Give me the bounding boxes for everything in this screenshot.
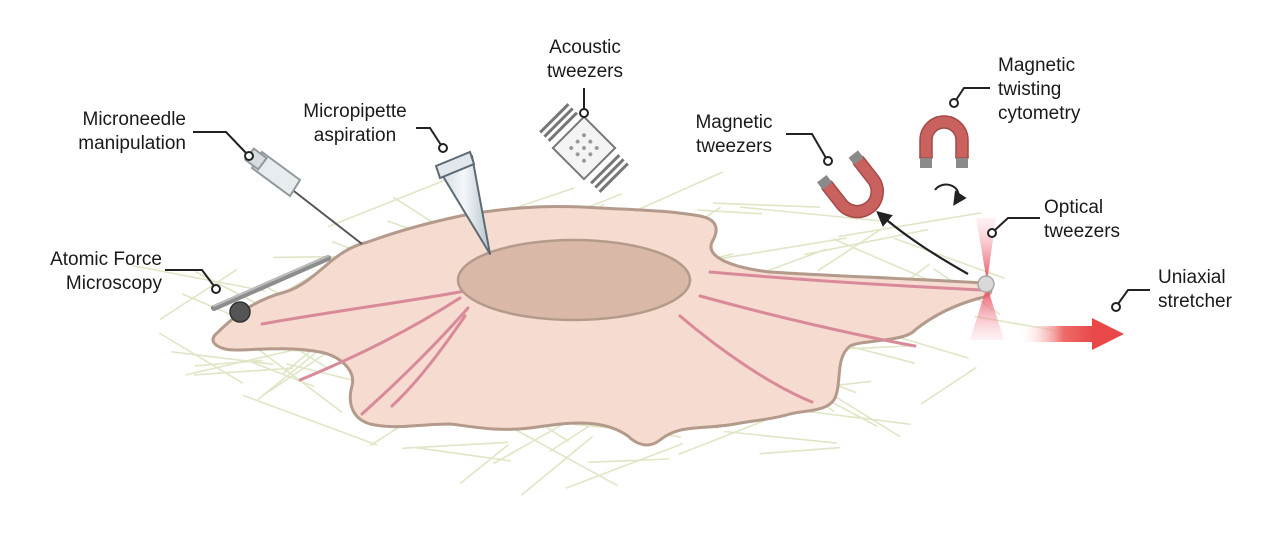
ecm-fiber	[273, 255, 342, 259]
ecm-fiber	[712, 202, 821, 208]
ecm-fiber	[920, 366, 977, 405]
micropipette-icon	[434, 150, 491, 255]
leader-lines	[165, 87, 1150, 312]
rotation-arrow-icon	[934, 183, 967, 206]
stress-fiber	[708, 270, 984, 292]
leader-dot	[1111, 302, 1121, 312]
ecm-fiber	[159, 268, 238, 321]
stress-fiber	[360, 306, 470, 416]
nucleus	[456, 238, 692, 322]
ecm-fiber	[724, 430, 837, 444]
ecm-fiber	[132, 264, 266, 292]
leader-microneedle	[193, 131, 247, 154]
ecm-fiber	[838, 212, 982, 238]
ecm-fiber	[459, 443, 509, 485]
ecm-fiber	[401, 441, 509, 450]
leader-dot	[438, 143, 448, 153]
leader-optical	[994, 217, 1040, 231]
ecm-fiber	[520, 435, 594, 496]
afm-cantilever-icon	[211, 255, 331, 323]
ecm-fiber	[817, 229, 881, 272]
stress-fiber	[298, 296, 462, 382]
ecm-fiber	[251, 361, 315, 388]
leader-dot	[949, 98, 959, 108]
leader-micropipette	[416, 127, 442, 146]
microneedle-icon	[243, 147, 363, 245]
stress-fiber	[678, 314, 814, 404]
stretcher-arrow-icon	[1018, 318, 1124, 350]
leader-dot	[579, 108, 589, 118]
stress-fiber	[390, 314, 467, 408]
ecm-fiber	[171, 351, 274, 366]
stress-fiber	[698, 294, 917, 348]
ecm-fiber	[565, 442, 684, 489]
stress-fiber	[260, 288, 472, 326]
ecm-fiber	[242, 394, 378, 446]
ecm-fiber	[697, 209, 763, 215]
ecm-fiber	[327, 176, 454, 228]
leader-afm	[165, 269, 215, 287]
leader-dot	[987, 228, 997, 238]
leader-dot	[244, 151, 254, 161]
leader-dot	[823, 156, 833, 166]
ecm-fiber	[194, 270, 261, 307]
ecm-fiber	[804, 228, 929, 256]
ecm-fiber	[158, 332, 244, 384]
leader-dot	[211, 284, 221, 294]
ecm-fiber	[193, 367, 294, 376]
ecm-fiber	[740, 206, 882, 222]
leader-magnetic-twisting	[955, 87, 990, 101]
ecm-fiber	[587, 458, 669, 464]
magnetic-tweezers-magnet-icon	[817, 150, 884, 219]
leader-stretcher	[1117, 289, 1150, 305]
stress-fibers	[260, 270, 984, 416]
force-arrow-icon	[876, 210, 969, 275]
ecm-fiber	[759, 446, 841, 455]
ecm-fiber	[415, 446, 511, 462]
leader-magnetic-tweezers	[786, 133, 827, 159]
ecm-fiber	[194, 359, 263, 367]
magnetic-twisting-magnet-icon	[919, 115, 969, 168]
ecm-fiber	[716, 237, 847, 260]
acoustic-tweezers-icon	[539, 103, 629, 193]
ecm-fiber	[828, 391, 901, 438]
optical-tweezers-laser-icon	[970, 218, 1004, 340]
